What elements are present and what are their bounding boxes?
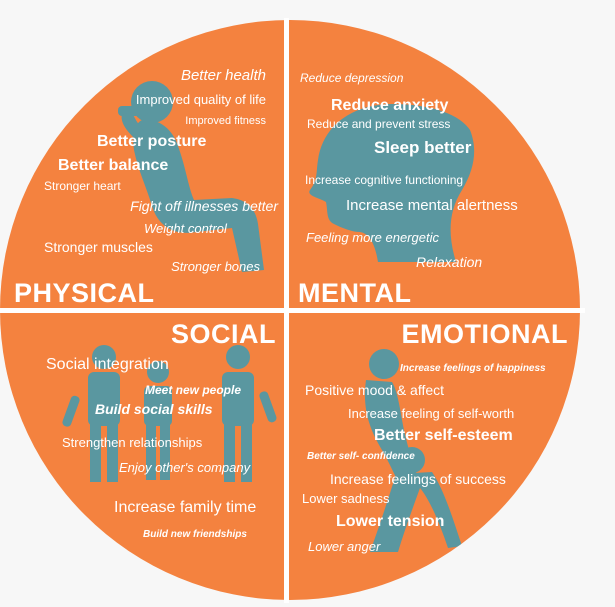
social-item: Social integration — [46, 356, 169, 373]
mental-item: Reduce and prevent stress — [307, 117, 450, 131]
physical-item: Improved fitness — [185, 115, 266, 127]
emotional-item: Positive mood & affect — [305, 382, 444, 398]
emotional-item: Increase feelings of success — [330, 471, 506, 487]
emotional-quadrant: EMOTIONAL Increase feelings of happiness… — [302, 319, 568, 554]
social-title: SOCIAL — [171, 319, 276, 349]
social-item: Increase family time — [114, 499, 256, 516]
emotional-item: Lower anger — [308, 539, 381, 554]
physical-item: Better posture — [97, 133, 206, 150]
mental-item: Increase cognitive functioning — [305, 173, 463, 187]
mental-item: Relaxation — [416, 254, 482, 270]
emotional-item: Lower sadness — [302, 491, 390, 506]
social-item: Enjoy other's company — [119, 460, 252, 475]
social-item: Build new friendships — [143, 529, 247, 540]
emotional-item: Lower tension — [336, 513, 444, 530]
emotional-item: Better self- confidence — [307, 451, 415, 462]
mental-item: Reduce anxiety — [331, 97, 448, 114]
physical-item: Better balance — [58, 157, 168, 174]
physical-item: Weight control — [144, 221, 228, 236]
physical-item: Stronger heart — [44, 179, 121, 193]
physical-item: Better health — [181, 67, 266, 84]
physical-title: PHYSICAL — [14, 278, 155, 308]
physical-item: Stronger muscles — [44, 239, 153, 255]
social-quadrant: SOCIAL Social integration Meet new peopl… — [46, 319, 276, 540]
mental-item: Increase mental alertness — [346, 197, 518, 214]
social-item: Strengthen relationships — [62, 435, 203, 450]
physical-item: Fight off illnesses better — [130, 198, 279, 214]
emotional-item: Better self-esteem — [374, 427, 513, 444]
mental-item: Reduce depression — [300, 71, 404, 85]
social-item: Build social skills — [95, 401, 213, 417]
weightlifter-icon — [118, 81, 264, 272]
emotional-title: EMOTIONAL — [402, 319, 569, 349]
horizontal-divider — [0, 308, 585, 313]
social-item: Meet new people — [145, 383, 241, 397]
emotional-item: Increase feeling of self-worth — [348, 406, 514, 421]
emotional-item: Increase feelings of happiness — [400, 363, 546, 374]
mental-item: Feeling more energetic — [306, 230, 439, 245]
physical-quadrant: Better health Improved quality of life I… — [14, 67, 279, 308]
mental-item: Sleep better — [374, 138, 472, 157]
people-group-icon — [62, 345, 277, 482]
physical-item: Improved quality of life — [136, 92, 266, 107]
head-icon — [309, 104, 475, 262]
mental-title: MENTAL — [298, 278, 411, 308]
physical-item: Stronger bones — [171, 259, 260, 274]
hugging-figures-icon — [364, 349, 462, 552]
mental-quadrant: Reduce depression Reduce anxiety Reduce … — [298, 71, 518, 308]
